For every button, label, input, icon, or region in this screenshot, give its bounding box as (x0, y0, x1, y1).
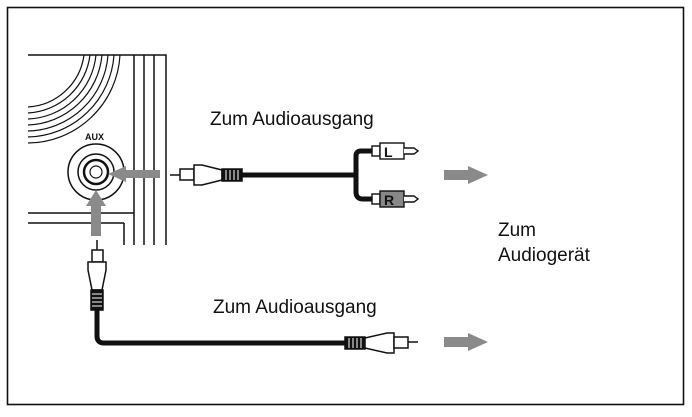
unit-panel (28, 54, 167, 245)
arrow-into-aux-vertical (86, 190, 106, 236)
rca-plug-left-label: L (384, 144, 393, 160)
arrow-into-aux-horizontal (108, 166, 160, 182)
arrow-out-top (444, 166, 488, 184)
rca-plug-right-label: R (384, 192, 394, 208)
top-mini-plug (170, 164, 243, 186)
audio-device-label-line2: Audiogerät (498, 245, 590, 266)
audio-device-label: Zum Audiogerät (498, 218, 590, 268)
bottom-cable-wire (94, 310, 345, 346)
top-cable-label: Zum Audioausgang (210, 109, 374, 130)
speaker-arcs (27, 54, 121, 144)
bottom-cable-label: Zum Audioausgang (213, 297, 377, 318)
bottom-mini-plug-vertical (87, 240, 107, 311)
bottom-mini-plug-horizontal (344, 332, 418, 354)
top-cable-wire (242, 148, 372, 202)
diagram-frame (6, 6, 685, 406)
arrow-out-bottom (444, 333, 488, 351)
rca-plug-right (371, 190, 420, 208)
aux-label: AUX (85, 132, 104, 142)
rca-plug-left (371, 142, 420, 160)
audio-device-label-line1: Zum (498, 220, 536, 241)
